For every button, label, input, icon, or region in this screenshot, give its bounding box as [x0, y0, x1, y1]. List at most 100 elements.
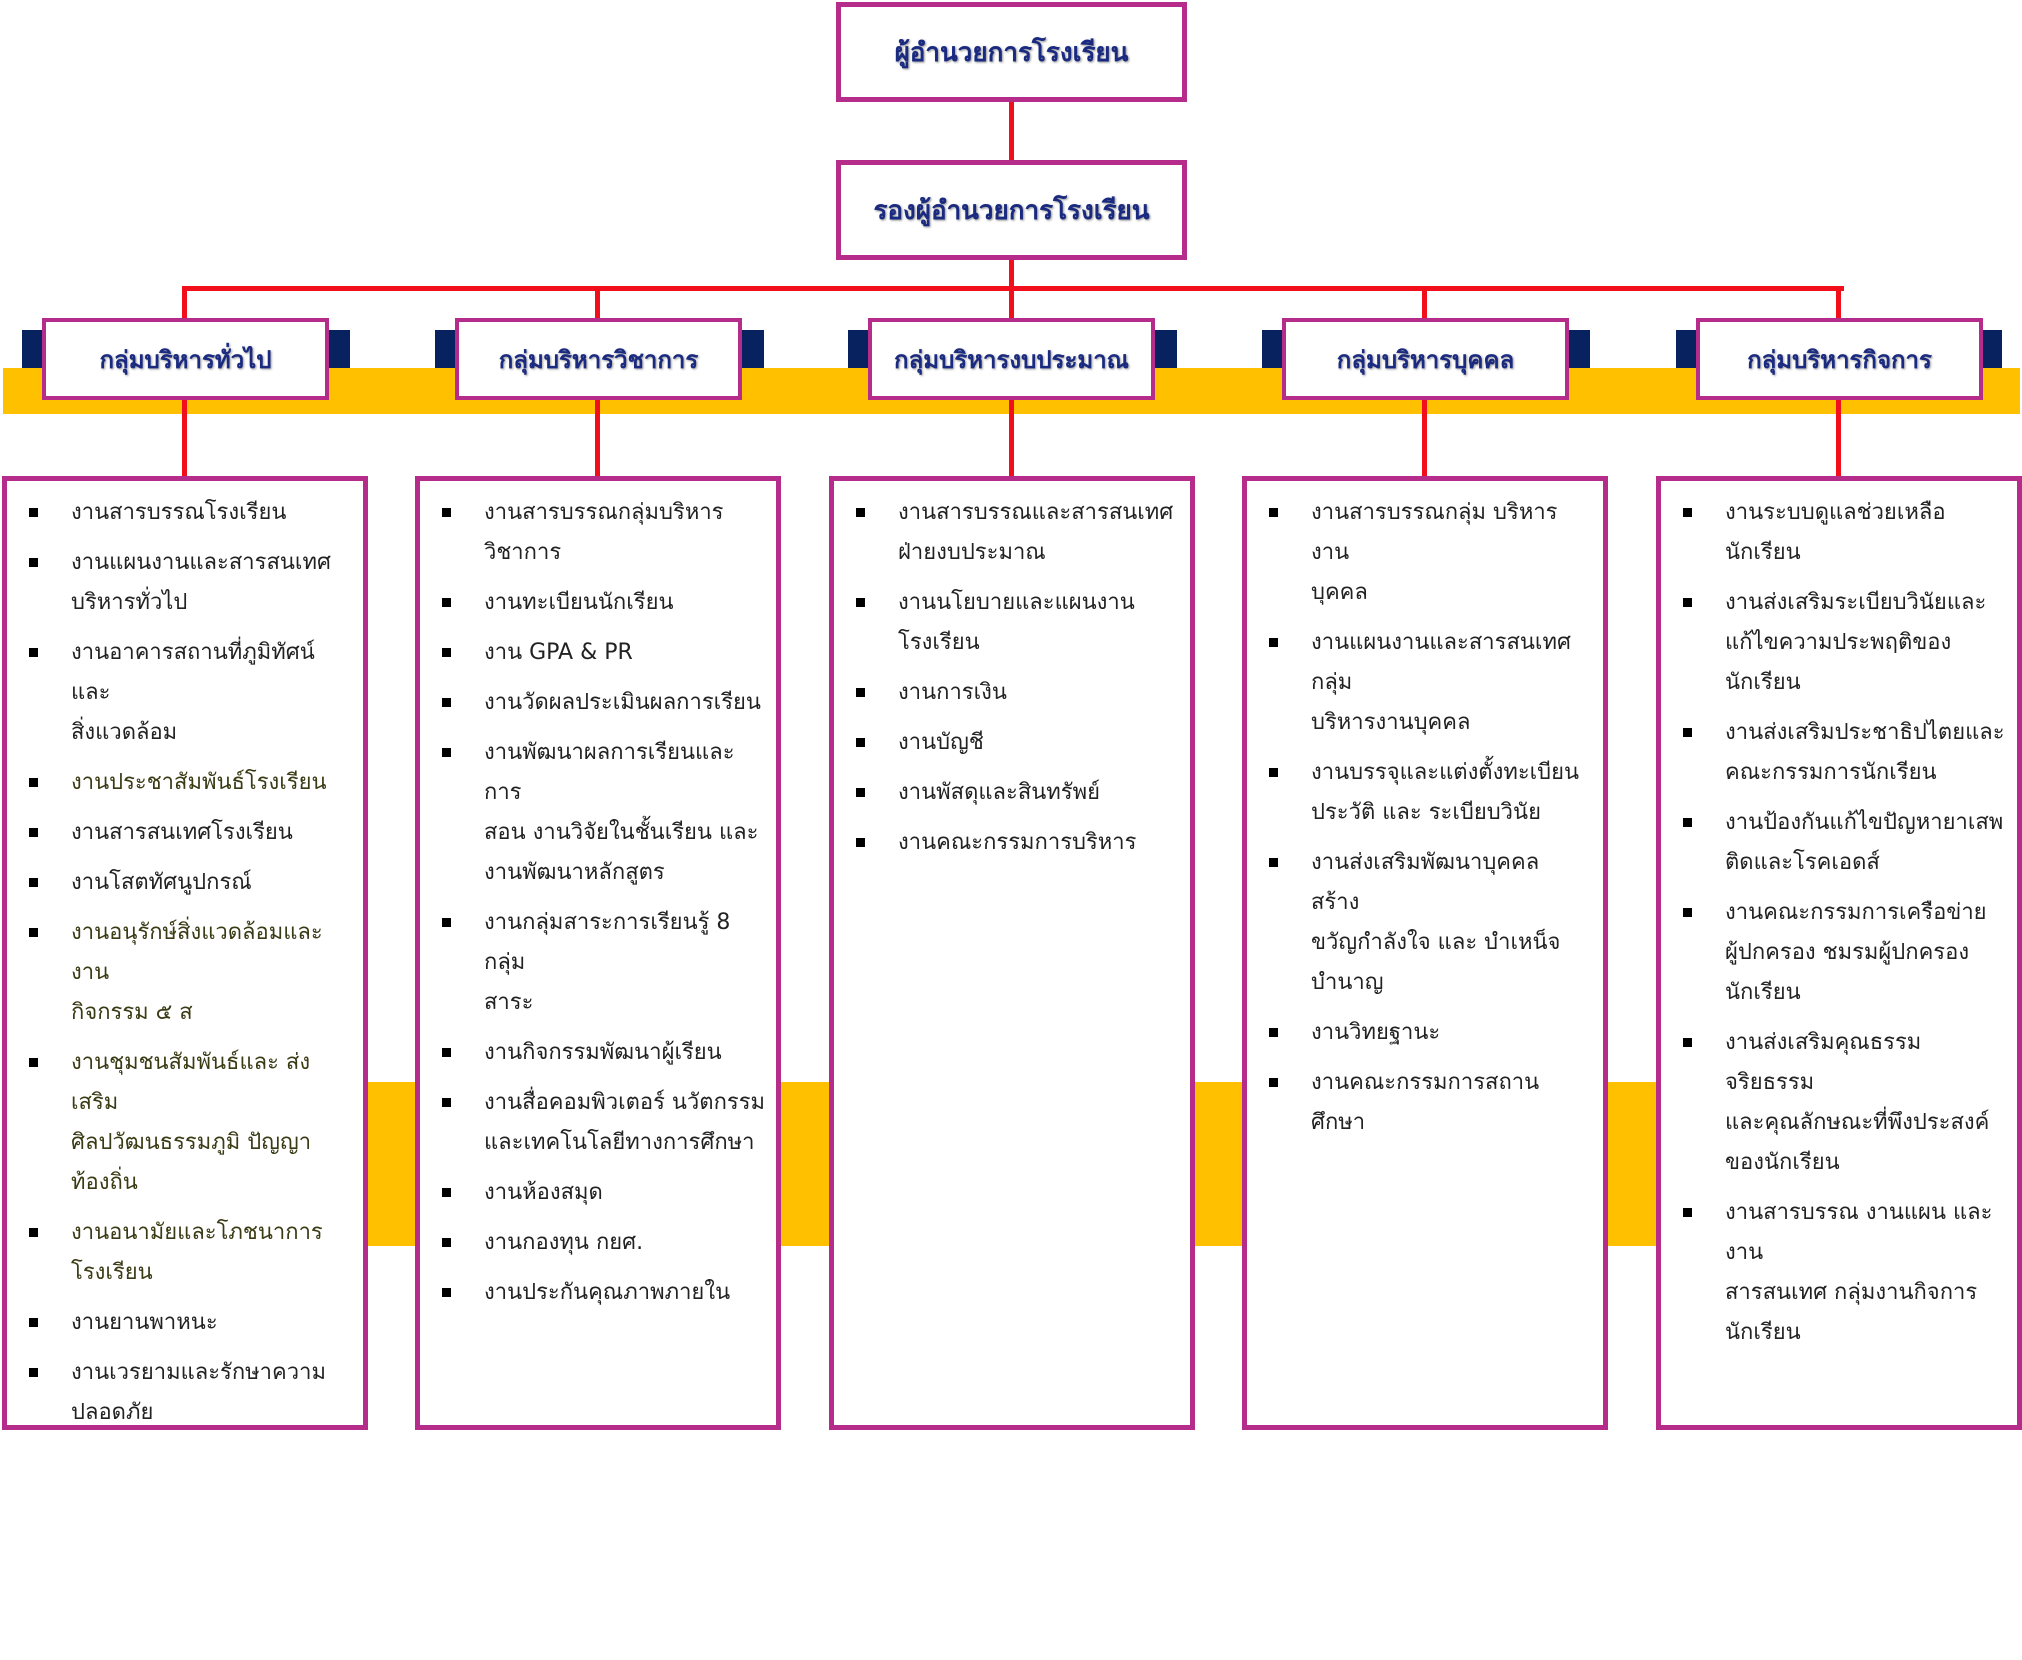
bullet-icon [1683, 1038, 1692, 1047]
list-item: งานกิจกรรมพัฒนาผู้เรียน [428, 1033, 766, 1073]
list-item: งานบัญชี [842, 723, 1180, 763]
bullet-icon [29, 928, 38, 937]
list-item: งานสารบรรณกลุ่มบริหารวิชาการ [428, 493, 766, 573]
list-academic: งานสารบรรณกลุ่มบริหารวิชาการ งานทะเบียนน… [415, 476, 781, 1430]
list-general: งานสารบรรณโรงเรียน งานแผนงานและสารสนเทศบ… [2, 476, 368, 1430]
list-item: งานระบบดูแลช่วยเหลือนักเรียน [1669, 493, 2007, 573]
list-item: งานส่งเสริมระเบียบวินัยและแก้ไขความประพฤ… [1669, 583, 2007, 703]
list-item: งานอนุรักษ์สิ่งแวดล้อมและงานกิจกรรม ๕ ส [15, 913, 353, 1033]
bullet-icon [1269, 858, 1278, 867]
list-item: งานเวรยามและรักษาความปลอดภัย [15, 1353, 353, 1433]
bullet-icon [856, 838, 865, 847]
bullet-icon [856, 508, 865, 517]
list-item: งานสารบรรณและสารสนเทศฝ่ายงบประมาณ [842, 493, 1180, 573]
bullet-icon [1683, 908, 1692, 917]
accent-block [1262, 330, 1282, 368]
bullet-icon [1683, 818, 1692, 827]
connector-group-list-1 [182, 398, 187, 478]
list-budget: งานสารบรรณและสารสนเทศฝ่ายงบประมาณ งานนโย… [829, 476, 1195, 1430]
accent-block [22, 330, 42, 368]
list-item: งานอนามัยและโภชนาการโรงเรียน [15, 1213, 353, 1293]
bullet-icon [856, 738, 865, 747]
list-item: งานสารบรรณโรงเรียน [15, 493, 353, 533]
accent-block [848, 330, 868, 368]
bullet-icon [856, 688, 865, 697]
group-header-general: กลุ่มบริหารทั่วไป [42, 318, 329, 400]
list-item: งานส่งเสริมประชาธิปไตยและคณะกรรมการนักเร… [1669, 713, 2007, 793]
connector-drop-2 [595, 286, 600, 320]
bullet-icon [29, 828, 38, 837]
connector-drop-3 [1009, 286, 1014, 320]
connector-drop-1 [182, 286, 187, 320]
bullet-icon [1269, 638, 1278, 647]
list-item: งาน GPA & PR [428, 633, 766, 673]
list-item: งานกลุ่มสาระการเรียนรู้ 8 กลุ่มสาระ [428, 903, 766, 1023]
list-item: งานประกันคุณภาพภายใน [428, 1273, 766, 1313]
accent-block [328, 330, 350, 368]
bullet-icon [856, 788, 865, 797]
accent-block [1155, 330, 1177, 368]
connector-group-list-3 [1009, 398, 1014, 478]
bullet-icon [29, 558, 38, 567]
connector-deputy-bus [1009, 258, 1014, 288]
bullet-icon [856, 598, 865, 607]
list-item: งานส่งเสริมคุณธรรม จริยธรรมและคุณลักษณะท… [1669, 1023, 2007, 1183]
list-item: งานประชาสัมพันธ์โรงเรียน [15, 763, 353, 803]
bullet-icon [442, 1188, 451, 1197]
group-header-academic: กลุ่มบริหารวิชาการ [455, 318, 742, 400]
connector-director-deputy [1009, 99, 1014, 161]
bullet-icon [29, 1228, 38, 1237]
list-item: งานอาคารสถานที่ภูมิทัศน์และสิ่งแวดล้อม [15, 633, 353, 753]
bullet-icon [442, 508, 451, 517]
bullet-icon [442, 648, 451, 657]
accent-block [435, 330, 455, 368]
list-item: งานป้องกันแก้ไขปัญหายาเสพติดและโรคเอดส์ [1669, 803, 2007, 883]
bullet-icon [1683, 728, 1692, 737]
bullet-icon [29, 1368, 38, 1377]
bullet-icon [442, 918, 451, 927]
bullet-icon [1683, 508, 1692, 517]
list-item: งานคณะกรรมการสถานศึกษา [1255, 1063, 1593, 1143]
group-header-student-affairs: กลุ่มบริหารกิจการ [1696, 318, 1983, 400]
bullet-icon [29, 878, 38, 887]
bullet-icon [29, 1318, 38, 1327]
list-item: งานวิทยฐานะ [1255, 1013, 1593, 1053]
list-student-affairs: งานระบบดูแลช่วยเหลือนักเรียน งานส่งเสริม… [1656, 476, 2022, 1430]
connector-group-list-2 [595, 398, 600, 478]
bullet-icon [1269, 1078, 1278, 1087]
list-item: งานสารสนเทศโรงเรียน [15, 813, 353, 853]
list-item: งานพัสดุและสินทรัพย์ [842, 773, 1180, 813]
bullet-icon [442, 1098, 451, 1107]
connector-drop-5 [1836, 286, 1841, 320]
list-item: งานทะเบียนนักเรียน [428, 583, 766, 623]
accent-block [742, 330, 764, 368]
accent-block [1980, 330, 2002, 368]
list-item: งานโสตทัศนูปกรณ์ [15, 863, 353, 903]
bullet-icon [1269, 508, 1278, 517]
list-item: งานคณะกรรมการบริหาร [842, 823, 1180, 863]
bullet-icon [29, 1058, 38, 1067]
connector-group-list-4 [1422, 398, 1427, 478]
connector-group-list-5 [1836, 398, 1841, 478]
list-item: งานสารบรรณ งานแผน และงานสารสนเทศ กลุ่มงา… [1669, 1193, 2007, 1353]
accent-block [1676, 330, 1696, 368]
director-box: ผู้อำนวยการโรงเรียน [836, 2, 1187, 102]
list-item: งานแผนงานและสารสนเทศกลุ่มบริหารงานบุคคล [1255, 623, 1593, 743]
bullet-icon [442, 748, 451, 757]
bullet-icon [1683, 598, 1692, 607]
list-item: งานสื่อคอมพิวเตอร์ นวัตกรรมและเทคโนโลยีท… [428, 1083, 766, 1163]
bullet-icon [442, 1238, 451, 1247]
list-item: งานสารบรรณกลุ่ม บริหารงานบุคคล [1255, 493, 1593, 613]
deputy-box: รองผู้อำนวยการโรงเรียน [836, 160, 1187, 260]
group-header-budget: กลุ่มบริหารงบประมาณ [868, 318, 1155, 400]
list-item: งานกองทุน กยศ. [428, 1223, 766, 1263]
bullet-icon [1269, 1028, 1278, 1037]
bullet-icon [29, 648, 38, 657]
list-item: งานห้องสมุด [428, 1173, 766, 1213]
connector-drop-4 [1422, 286, 1427, 320]
list-item: งานนโยบายและแผนงานโรงเรียน [842, 583, 1180, 663]
list-item: งานบรรจุและแต่งตั้งทะเบียนประวัติ และ ระ… [1255, 753, 1593, 833]
bullet-icon [1683, 1208, 1692, 1217]
group-header-personnel: กลุ่มบริหารบุคคล [1282, 318, 1569, 400]
list-item: งานส่งเสริมพัฒนาบุคคล สร้างขวัญกำลังใจ แ… [1255, 843, 1593, 1003]
